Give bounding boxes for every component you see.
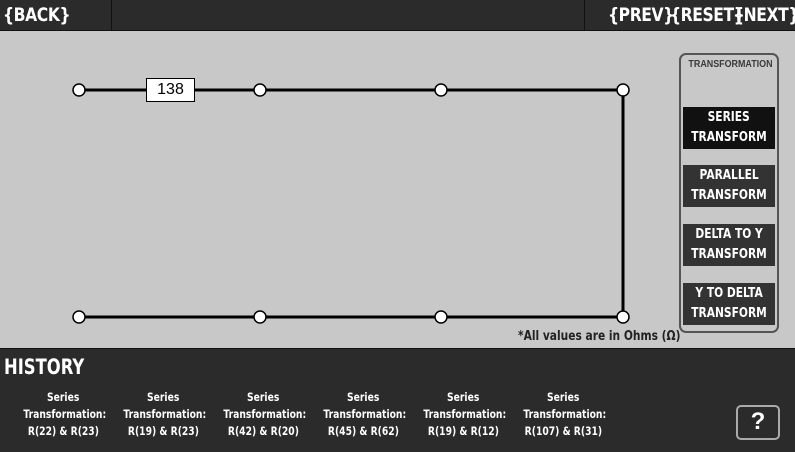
history-item: Series Transformation: R(19) & R(12) <box>413 389 513 440</box>
resistor-value-box[interactable]: 138 <box>146 78 195 102</box>
circuit-canvas: 138 *All values are in Ohms (Ω) TRANSFOR… <box>0 31 795 348</box>
delta-to-y-transform-button[interactable]: DELTA TO Y TRANSFORM <box>683 224 775 266</box>
back-button[interactable]: {BACK} <box>3 4 71 26</box>
history-item-resistors: R(19) & R(12) <box>427 424 499 438</box>
button-label: Y TO DELTA <box>695 286 763 301</box>
history-item-type: Series <box>446 390 480 404</box>
history-item: Series Transformation: R(107) & R(31) <box>513 389 613 440</box>
history-item-label: Transformation: <box>223 407 307 421</box>
button-label: DELTA TO Y <box>695 227 763 242</box>
history-item-type: Series <box>246 390 280 404</box>
circuit-node[interactable] <box>434 83 448 97</box>
prev-button[interactable]: {PREV} <box>608 4 674 26</box>
history-item-resistors: R(45) & R(62) <box>327 424 399 438</box>
history-item: Series Transformation: R(19) & R(23) <box>113 389 213 440</box>
history-item: Series Transformation: R(42) & R(20) <box>213 389 313 440</box>
history-item-type: Series <box>146 390 180 404</box>
transformation-panel: TRANSFORMATION SERIES TRANSFORM PARALLEL… <box>679 53 779 333</box>
history-item-type: Series <box>546 390 580 404</box>
toolbar-divider <box>584 0 585 31</box>
history-item-label: Transformation: <box>423 407 507 421</box>
transformation-panel-title: TRANSFORMATION <box>688 58 773 70</box>
y-to-delta-transform-button[interactable]: Y TO DELTA TRANSFORM <box>683 283 775 325</box>
history-title: HISTORY <box>4 355 85 379</box>
history-item: Series Transformation: R(45) & R(62) <box>313 389 413 440</box>
history-item-type: Series <box>46 390 80 404</box>
history-item-resistors: R(42) & R(20) <box>227 424 299 438</box>
button-label: TRANSFORM <box>691 130 767 145</box>
toolbar-divider <box>111 0 112 31</box>
reset-button[interactable]: {RESET} <box>670 4 745 26</box>
circuit-node[interactable] <box>616 83 630 97</box>
history-item-resistors: R(107) & R(31) <box>524 424 602 438</box>
next-button[interactable]: {NEXT} <box>733 4 795 26</box>
circuit-node[interactable] <box>72 310 86 324</box>
units-note: *All values are in Ohms (Ω) <box>518 329 681 344</box>
circuit-node[interactable] <box>434 310 448 324</box>
history-item: Series Transformation: R(22) & R(23) <box>13 389 113 440</box>
history-item-label: Transformation: <box>323 407 407 421</box>
history-item-label: Transformation: <box>523 407 607 421</box>
button-label: SERIES <box>707 110 751 125</box>
top-toolbar: {BACK} {PREV} {RESET} {NEXT} <box>0 0 795 31</box>
button-label: PARALLEL <box>699 168 759 183</box>
history-item-resistors: R(19) & R(23) <box>127 424 199 438</box>
history-item-type: Series <box>346 390 380 404</box>
series-transform-button[interactable]: SERIES TRANSFORM <box>683 107 775 149</box>
circuit-node[interactable] <box>616 310 630 324</box>
history-item-resistors: R(22) & R(23) <box>27 424 99 438</box>
history-item-label: Transformation: <box>23 407 107 421</box>
parallel-transform-button[interactable]: PARALLEL TRANSFORM <box>683 165 775 207</box>
history-panel: HISTORY Series Transformation: R(22) & R… <box>0 348 795 452</box>
button-label: TRANSFORM <box>691 247 767 262</box>
circuit-diagram <box>72 83 630 324</box>
circuit-node[interactable] <box>253 83 267 97</box>
button-label: TRANSFORM <box>691 188 767 203</box>
circuit-node[interactable] <box>253 310 267 324</box>
help-button[interactable]: ? <box>736 405 780 440</box>
history-item-label: Transformation: <box>123 407 207 421</box>
button-label: TRANSFORM <box>691 306 767 321</box>
circuit-node[interactable] <box>72 83 86 97</box>
